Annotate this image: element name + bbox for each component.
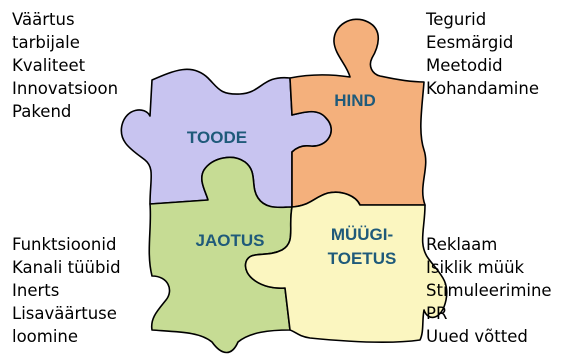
puzzle-piece-hind (289, 18, 427, 208)
list-item: Innovatsioon (12, 79, 119, 98)
piece-label-myygitoetus-line2: TOETUS (328, 249, 397, 268)
list-item: Inerts (12, 281, 60, 300)
list-item: Stimuleerimine (426, 281, 552, 300)
list-item: Kanali tüübid (12, 258, 121, 277)
list-item: PR (426, 304, 448, 323)
list-item: Väärtus (12, 10, 75, 29)
list-jaotus: Funktsioonid Kanali tüübid Inerts Lisavä… (12, 233, 121, 348)
list-item: Uued võtted (426, 327, 528, 346)
piece-label-myygitoetus-line1: MÜÜGI- (331, 225, 393, 244)
list-item: Tegurid (426, 10, 487, 29)
list-item: Isiklik müük (426, 258, 525, 277)
list-item: Meetodid (426, 56, 503, 75)
list-item: tarbijale (12, 33, 80, 52)
list-myygitoetus: Reklaam Isiklik müük Stimuleerimine PR U… (426, 233, 552, 348)
list-hind: Tegurid Eesmärgid Meetodid Kohandamine (426, 8, 539, 100)
list-item: Funktsioonid (12, 235, 117, 254)
list-item: Reklaam (426, 235, 498, 254)
list-item: loomine (12, 327, 79, 346)
piece-label-hind: HIND (334, 91, 376, 110)
piece-label-toode: TOODE (187, 128, 247, 147)
piece-label-jaotus: JAOTUS (196, 231, 265, 250)
list-item: Kvaliteet (12, 56, 86, 75)
list-item: Kohandamine (426, 79, 539, 98)
puzzle-piece-myygitoetus (244, 191, 448, 343)
list-toode: Väärtus tarbijale Kvaliteet Innovatsioon… (12, 8, 118, 123)
list-item: Eesmärgid (426, 33, 514, 52)
list-item: Lisaväärtuse (12, 304, 117, 323)
list-item: Pakend (12, 102, 72, 121)
